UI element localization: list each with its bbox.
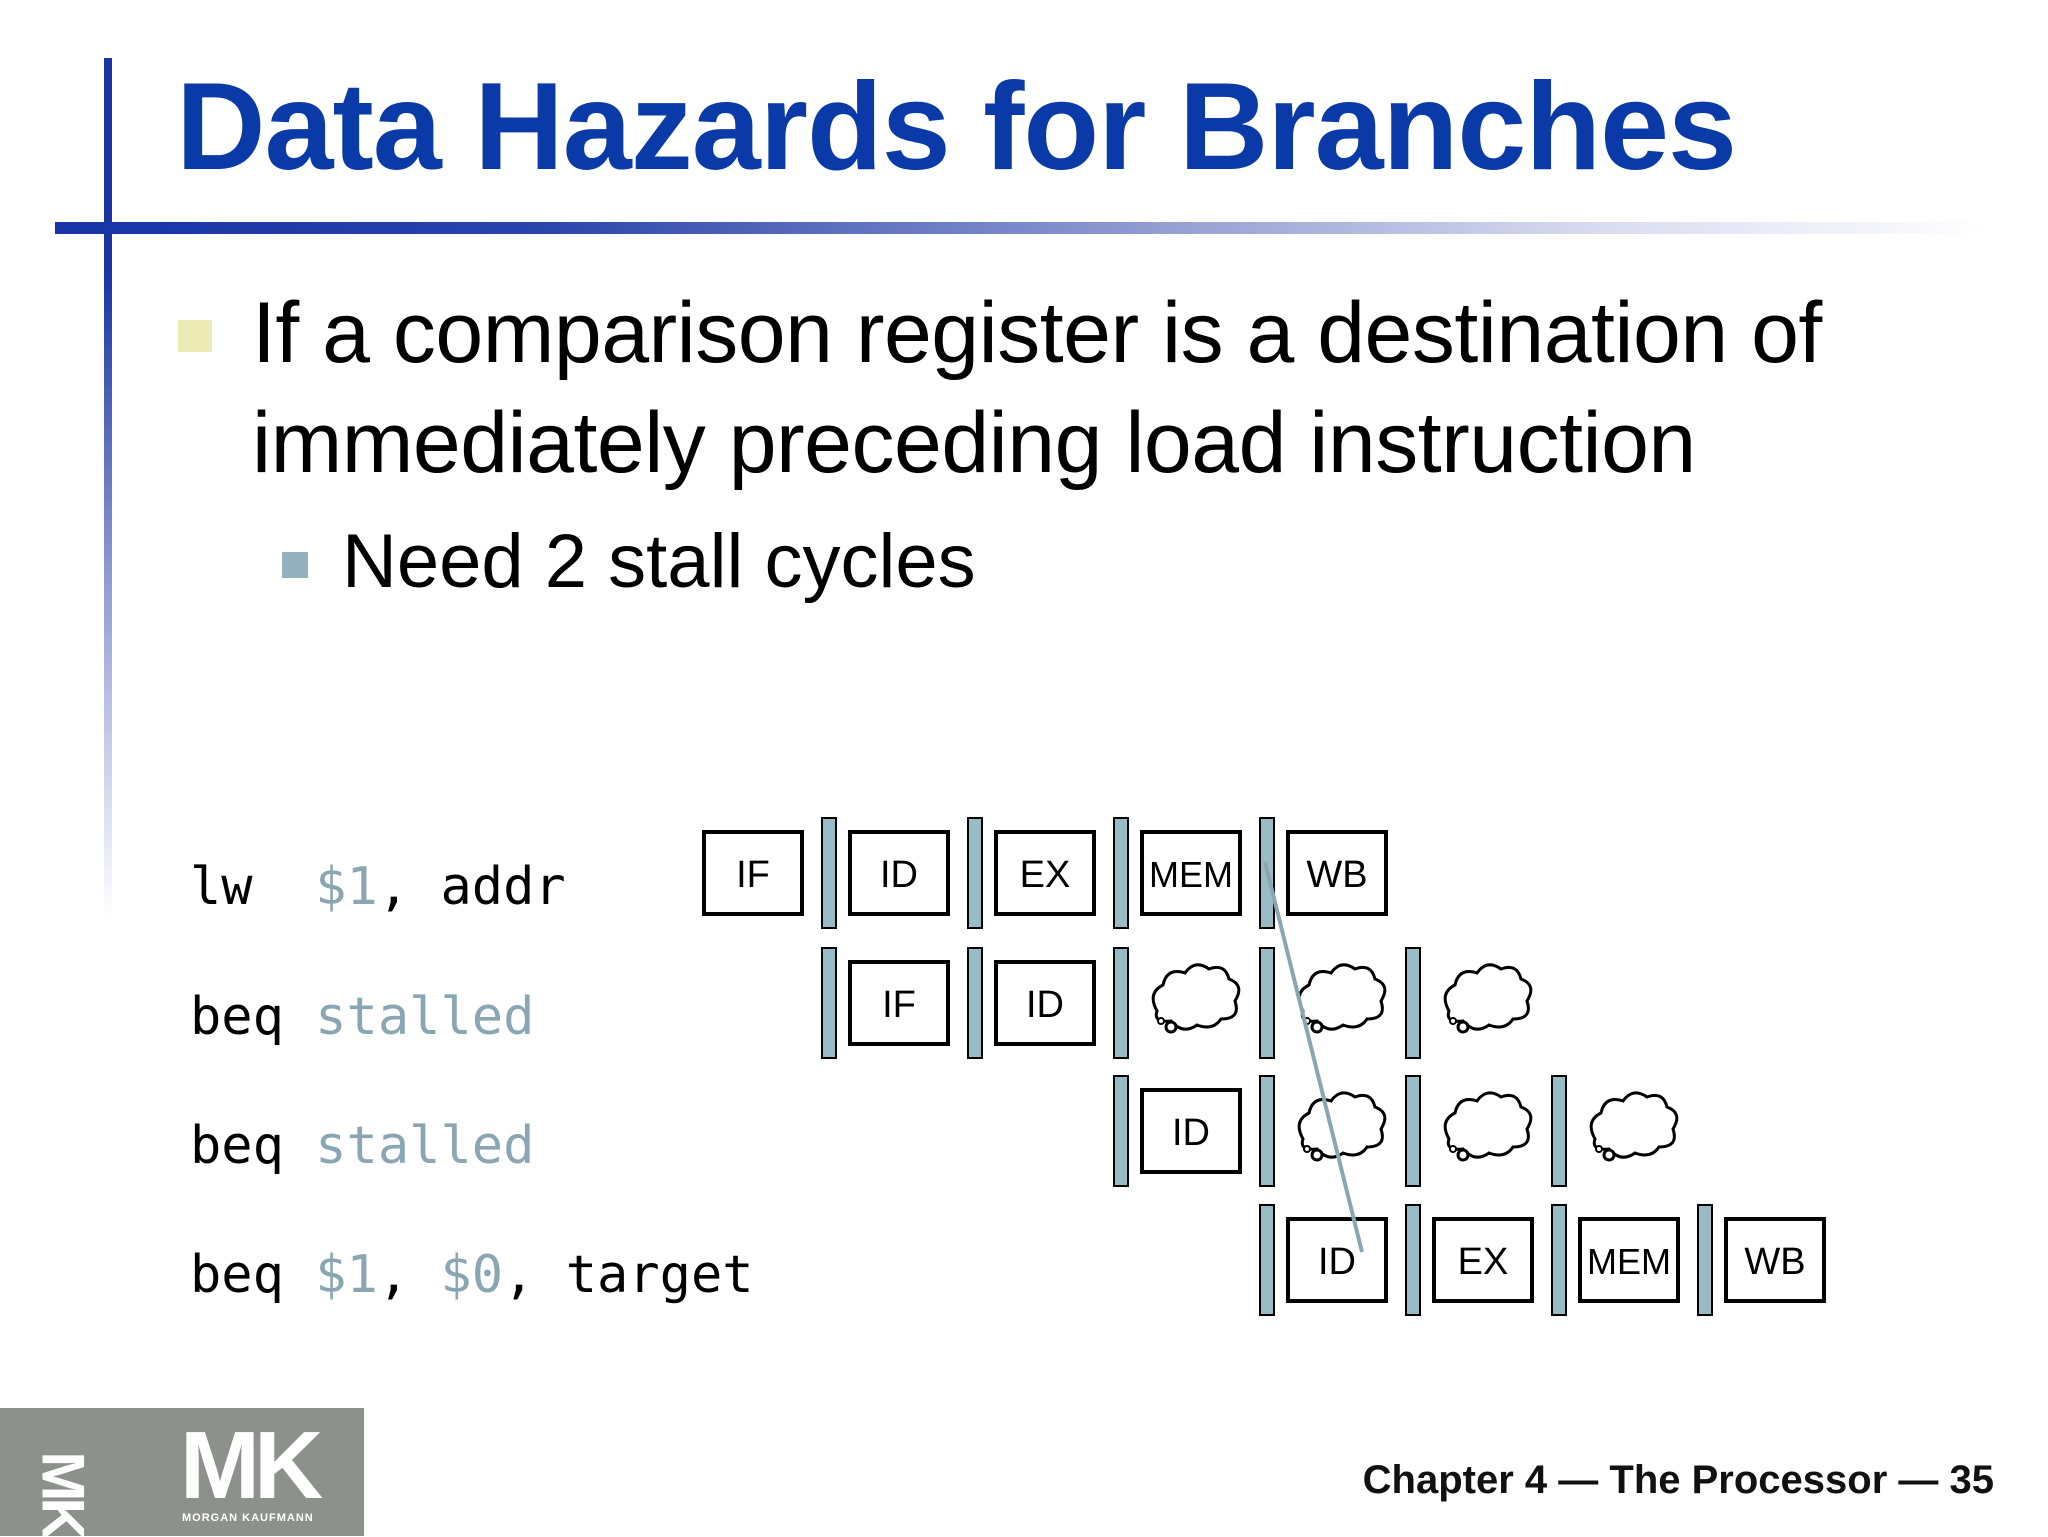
bubble-icon (1443, 1091, 1533, 1162)
stalled-label: stalled (315, 987, 535, 1047)
operand: target (565, 1245, 754, 1305)
logo-side-mark: MK (29, 1451, 97, 1537)
opcode: beq (190, 1245, 284, 1305)
stage-box: IF (848, 960, 950, 1046)
stage-box: ID (994, 960, 1096, 1046)
pipeline-register (1113, 1075, 1129, 1187)
title-vertical-rule (104, 58, 112, 918)
stage-label: EX (1458, 1241, 1509, 1283)
logo-publisher-name: MORGAN KAUFMANN (182, 1512, 314, 1524)
stage-label: ID (1172, 1112, 1210, 1154)
pipeline-register (821, 817, 837, 929)
bubble-icon (1297, 963, 1387, 1034)
title-horizontal-rule (55, 222, 1985, 234)
instruction-lw: lw $1, addr (190, 852, 566, 922)
bubble-icon (1151, 963, 1241, 1034)
stage-label: WB (1744, 1241, 1805, 1283)
stage-label: ID (880, 854, 918, 896)
instruction-beq-target: beq $1, $0, target (190, 1240, 754, 1310)
code-separator: , (377, 857, 441, 917)
pipeline-register (1405, 1204, 1421, 1316)
stage-box: MEM (1578, 1217, 1680, 1303)
stage-label: EX (1020, 854, 1071, 896)
opcode: lw (190, 857, 253, 917)
sub-bullet-square-icon (282, 552, 308, 578)
bubble-icon (1297, 1091, 1387, 1162)
stage-box: ID (848, 830, 950, 916)
opcode: beq (190, 987, 284, 1047)
slide-title: Data Hazards for Branches (176, 58, 1737, 196)
bubble-icon (1443, 963, 1533, 1034)
publisher-logo: MK MK MORGAN KAUFMANN (0, 1408, 364, 1537)
operand-register: $1 (315, 857, 378, 917)
stage-box: MEM (1140, 830, 1242, 916)
pipeline-register (1113, 947, 1129, 1059)
stage-label: IF (882, 984, 916, 1026)
instruction-beq-stalled-1: beq stalled (190, 982, 534, 1052)
operand-register: $0 (440, 1245, 504, 1305)
pipeline-register (1405, 1075, 1421, 1187)
code-separator: , (377, 1245, 441, 1305)
stage-box: WB (1286, 830, 1388, 916)
code-separator: , (503, 1245, 566, 1305)
instruction-beq-stalled-2: beq stalled (190, 1111, 534, 1181)
pipeline-register (1113, 817, 1129, 929)
pipeline-register (1697, 1204, 1713, 1316)
stage-label: MEM (1587, 1241, 1671, 1282)
stage-box: ID (1140, 1088, 1242, 1174)
stage-box: EX (994, 830, 1096, 916)
logo-mark: MK (180, 1412, 323, 1519)
pipeline-register (1405, 947, 1421, 1059)
pipeline-register (967, 947, 983, 1059)
stage-label: WB (1306, 854, 1367, 896)
pipeline-register (1551, 1204, 1567, 1316)
pipeline-register (1259, 947, 1275, 1059)
stage-box: WB (1724, 1217, 1826, 1303)
pipeline-register (1259, 1075, 1275, 1187)
bullet-text: If a comparison register is a destinatio… (252, 285, 1822, 491)
pipeline-register (821, 947, 837, 1059)
forwarding-line (1263, 861, 1364, 1253)
bullet-square-icon (178, 320, 212, 352)
stage-box: EX (1432, 1217, 1534, 1303)
stalled-label: stalled (315, 1116, 535, 1176)
pipeline-register (967, 817, 983, 929)
stage-box: ID (1286, 1217, 1388, 1303)
stage-box: IF (702, 830, 804, 916)
stage-label: IF (736, 854, 770, 896)
stage-label: ID (1318, 1241, 1356, 1283)
stage-label: MEM (1149, 854, 1233, 895)
pipeline-register (1551, 1075, 1567, 1187)
pipeline-register (1259, 1204, 1275, 1316)
operand: addr (440, 857, 566, 917)
footer-chapter: Chapter 4 — The Processor — 35 (1362, 1458, 1994, 1502)
bubble-icon (1589, 1091, 1679, 1162)
opcode: beq (190, 1116, 284, 1176)
sub-bullet-text: Need 2 stall cycles (342, 519, 976, 604)
operand-register: $1 (315, 1245, 378, 1305)
stage-label: ID (1026, 984, 1064, 1026)
